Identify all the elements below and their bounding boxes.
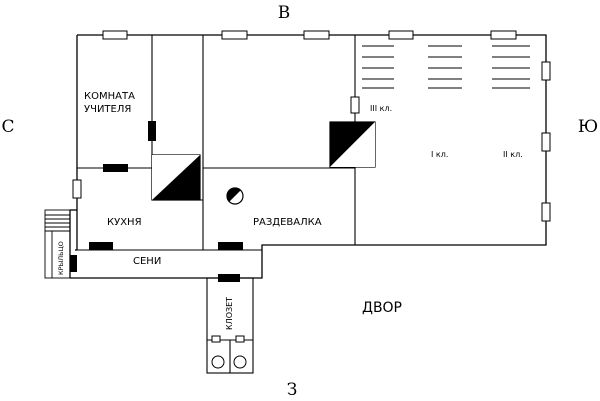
outer-walls (69, 34, 547, 279)
area-yard: ДВОР (362, 300, 402, 316)
compass-south: Ю (578, 117, 598, 137)
class-label-2: II кл. (503, 150, 523, 159)
room-teacher-line2: УЧИТЕЛЯ (84, 104, 131, 115)
compass-west: З (287, 380, 298, 400)
room-cloakroom: РАЗДЕВАЛКА (253, 217, 322, 228)
toilet-seat-left (211, 355, 225, 369)
class-label-3: III кл. (370, 104, 392, 113)
stove-kitchen (151, 154, 201, 201)
room-kitchen: КУХНЯ (107, 217, 142, 228)
desks (362, 45, 530, 89)
room-entrance-hall: СЕНИ (133, 256, 161, 267)
room-toilet: КЛОЗЕТ (225, 297, 234, 330)
room-porch: КРЫЛЬЦО (57, 241, 65, 275)
class-label-1: I кл. (431, 150, 448, 159)
doors (70, 121, 243, 282)
toilet-seats (211, 335, 247, 369)
compass-north: С (1, 117, 14, 137)
room-teacher-line1: КОМНАТА (84, 91, 135, 102)
windows (72, 30, 551, 222)
toilet-seat-right (233, 355, 247, 369)
round-stove (226, 187, 244, 205)
porch-steps (44, 209, 71, 279)
stove-classroom (329, 121, 376, 168)
compass-east: В (278, 3, 291, 23)
